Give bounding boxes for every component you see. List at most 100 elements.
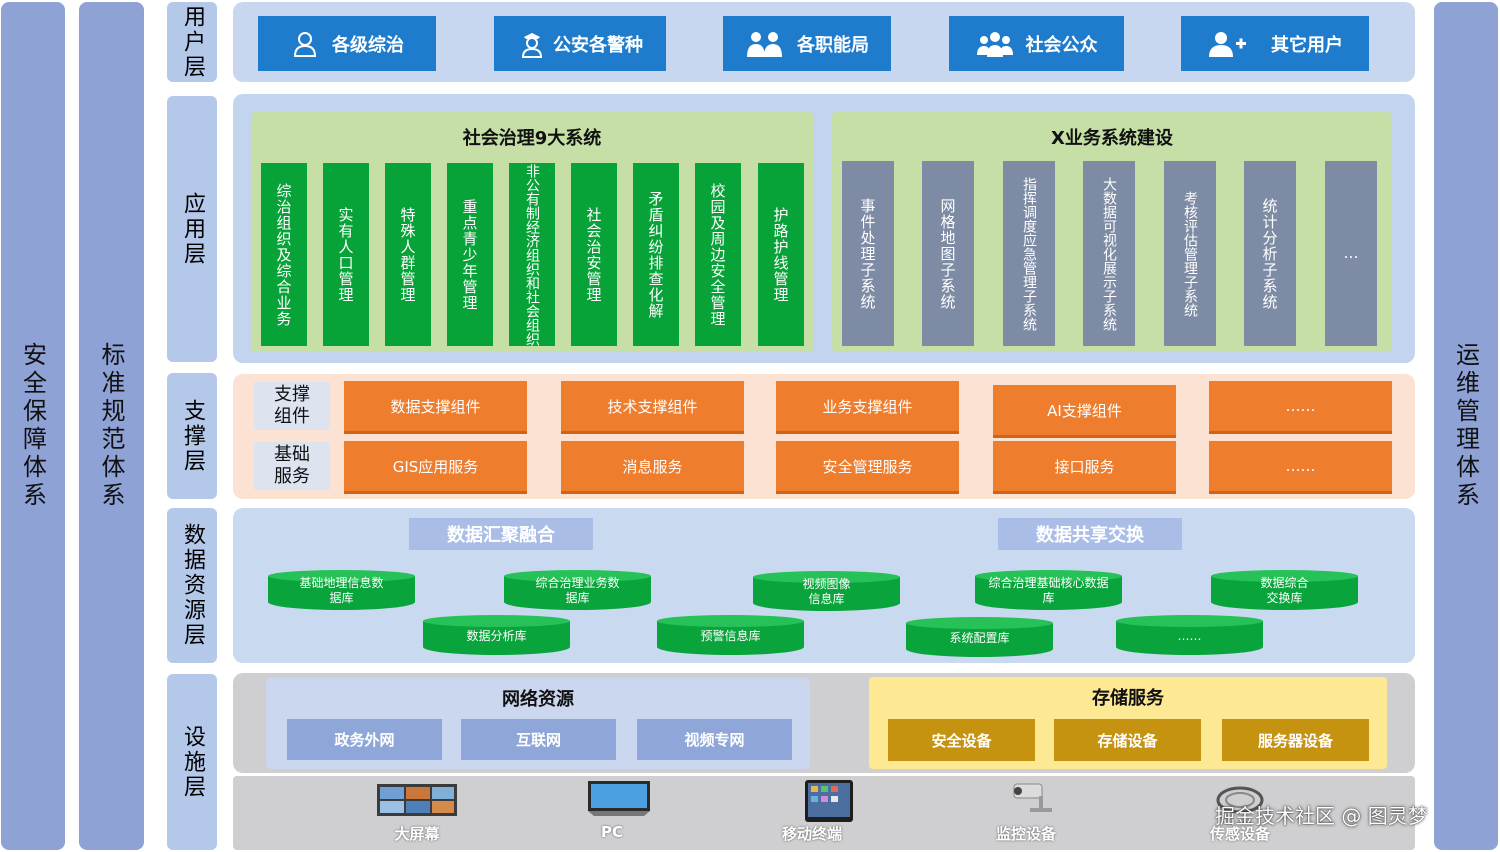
sensor-icon <box>1216 786 1264 814</box>
camera-icon <box>1013 783 1052 812</box>
network-video-private-label: 视频专网 <box>684 731 745 749</box>
data-sharing-title: 数据共享交换 <box>998 518 1182 550</box>
basic-service-gis-label: GIS应用服务 <box>392 457 479 476</box>
business-system-6-label: 统计分析子系统 <box>1260 197 1279 310</box>
layer-label-infrastructure: 设施层 <box>167 674 217 850</box>
basic-service-more[interactable]: …… <box>1209 441 1392 491</box>
governance-system-3[interactable]: 特殊人群管理 <box>385 163 431 346</box>
storage-security-device[interactable]: 安全设备 <box>888 719 1035 761</box>
database-warning[interactable]: 预警信息库 <box>657 615 804 655</box>
governance-system-7[interactable]: 矛盾纠纷排查化解 <box>633 163 679 346</box>
business-system-2[interactable]: 网格地图子系统 <box>922 161 974 346</box>
basic-service-gis[interactable]: GIS应用服务 <box>344 441 527 491</box>
support-components-label: 支撑组件 <box>254 382 330 430</box>
database-more[interactable]: …… <box>1116 615 1263 655</box>
device-pc[interactable]: PC <box>552 778 672 841</box>
business-system-1[interactable]: 事件处理子系统 <box>842 161 894 346</box>
business-system-6[interactable]: 统计分析子系统 <box>1244 161 1296 346</box>
governance-system-5-label: 非公有制经济组织和社会组织 <box>524 163 540 346</box>
business-system-3-label: 指挥调度应急管理子系统 <box>1021 176 1037 331</box>
database-config[interactable]: 系统配置库 <box>906 617 1053 657</box>
database-core[interactable]: 综合治理基础核心数据库 <box>975 570 1122 610</box>
business-system-2-label: 网格地图子系统 <box>938 197 957 310</box>
storage-server-device[interactable]: 服务器设备 <box>1222 719 1369 761</box>
basic-service-security[interactable]: 安全管理服务 <box>776 441 959 491</box>
user-btn-public[interactable]: 社会公众 <box>949 16 1124 71</box>
business-system-4-label: 大数据可视化展示子系统 <box>1101 176 1117 331</box>
support-component-more[interactable]: …… <box>1209 381 1392 431</box>
device-mobile-label: 移动终端 <box>781 825 842 843</box>
basic-service-interface[interactable]: 接口服务 <box>993 441 1176 491</box>
support-component-data[interactable]: 数据支撑组件 <box>344 381 527 431</box>
device-camera[interactable]: 监控设备 <box>966 778 1086 843</box>
ops-system-label: 运维管理体系 <box>1451 342 1480 510</box>
basic-service-message[interactable]: 消息服务 <box>561 441 744 491</box>
database-warning-label: 预警信息库 <box>700 628 761 643</box>
support-component-business-label: 业务支撑组件 <box>822 397 913 416</box>
business-system-3[interactable]: 指挥调度应急管理子系统 <box>1003 161 1055 346</box>
standards-system-bar: 标准规范体系 <box>79 2 144 850</box>
support-component-tech[interactable]: 技术支撑组件 <box>561 381 744 431</box>
governance-system-2[interactable]: 实有人口管理 <box>323 163 369 346</box>
device-video-wall[interactable]: 大屏幕 <box>357 778 477 843</box>
database-analysis[interactable]: 数据分析库 <box>423 615 570 655</box>
user-btn-others-label: 其它用户 <box>1271 34 1343 56</box>
database-geo[interactable]: 基础地理信息数据库 <box>268 570 415 610</box>
database-video-label: 视频图像信息库 <box>802 577 851 606</box>
support-component-business[interactable]: 业务支撑组件 <box>776 381 959 431</box>
data-aggregation-title-text: 数据汇聚融合 <box>447 525 555 546</box>
business-system-4[interactable]: 大数据可视化展示子系统 <box>1083 161 1135 346</box>
basic-service-security-label: 安全管理服务 <box>822 457 913 476</box>
database-governance-business-label: 综合治理业务数据库 <box>535 576 620 605</box>
device-camera-label: 监控设备 <box>995 825 1056 843</box>
storage-storage-device[interactable]: 存储设备 <box>1054 719 1201 761</box>
layer-label-data: 数据资源层 <box>167 508 217 663</box>
database-video[interactable]: 视频图像信息库 <box>753 571 900 611</box>
database-more-label: …… <box>1177 628 1202 643</box>
network-internet[interactable]: 互联网 <box>461 719 616 760</box>
business-system-1-label: 事件处理子系统 <box>858 197 877 310</box>
business-system-5[interactable]: 考核评估管理子系统 <box>1164 161 1216 346</box>
layer-label-application: 应用层 <box>167 96 217 362</box>
governance-system-9[interactable]: 护路护线管理 <box>758 163 804 346</box>
device-pc-label: PC <box>600 823 623 841</box>
layer-label-user-text: 用户层 <box>180 4 205 80</box>
user-btn-others[interactable]: 其它用户 <box>1181 16 1369 71</box>
governance-system-6[interactable]: 社会治安管理 <box>571 163 617 346</box>
governance-system-8-label: 校园及周边安全管理 <box>708 182 727 327</box>
user-btn-bureaus[interactable]: 各职能局 <box>723 16 891 71</box>
device-mobile[interactable]: 移动终端 <box>752 778 872 843</box>
database-exchange[interactable]: 数据综合交换库 <box>1211 570 1358 610</box>
security-system-bar: 安全保障体系 <box>1 2 65 850</box>
governance-system-9-label: 护路护线管理 <box>771 206 790 303</box>
database-exchange-label: 数据综合交换库 <box>1260 576 1309 605</box>
layer-label-support: 支撑层 <box>167 373 217 499</box>
database-analysis-label: 数据分析库 <box>466 628 527 643</box>
business-system-5-label: 考核评估管理子系统 <box>1182 190 1198 317</box>
storage-security-device-label: 安全设备 <box>931 731 992 750</box>
business-systems-title: X业务系统建设 <box>1051 128 1173 149</box>
network-video-private[interactable]: 视频专网 <box>637 719 792 760</box>
basic-services-label: 基础服务 <box>254 442 330 490</box>
users-icon <box>747 31 782 57</box>
support-component-ai[interactable]: AI支撑组件 <box>993 385 1176 435</box>
database-governance-business[interactable]: 综合治理业务数据库 <box>504 570 651 610</box>
user-btn-police[interactable]: 公安各警种 <box>494 16 666 71</box>
governance-systems-title: 社会治理9大系统 <box>462 128 602 149</box>
basic-service-more-label: …… <box>1285 457 1316 475</box>
governance-system-1[interactable]: 综治组织及综合业务 <box>261 163 307 346</box>
business-system-more[interactable]: … <box>1325 161 1377 346</box>
support-component-more-label: …… <box>1285 397 1316 415</box>
device-sensor[interactable]: 传感设备 <box>1180 778 1300 843</box>
network-gov-extranet[interactable]: 政务外网 <box>287 719 442 760</box>
user-btn-comprehensive[interactable]: 各级综治 <box>258 16 436 71</box>
standards-system-label: 标准规范体系 <box>97 342 125 510</box>
layer-label-user: 用户层 <box>167 2 217 82</box>
support-component-data-label: 数据支撑组件 <box>390 397 481 416</box>
user-btn-bureaus-label: 各职能局 <box>797 34 869 56</box>
governance-system-5[interactable]: 非公有制经济组织和社会组织 <box>509 163 555 346</box>
storage-server-device-label: 服务器设备 <box>1257 731 1333 750</box>
governance-system-3-label: 特殊人群管理 <box>398 206 417 303</box>
governance-system-4[interactable]: 重点青少年管理 <box>447 163 493 346</box>
governance-system-8[interactable]: 校园及周边安全管理 <box>695 163 741 346</box>
